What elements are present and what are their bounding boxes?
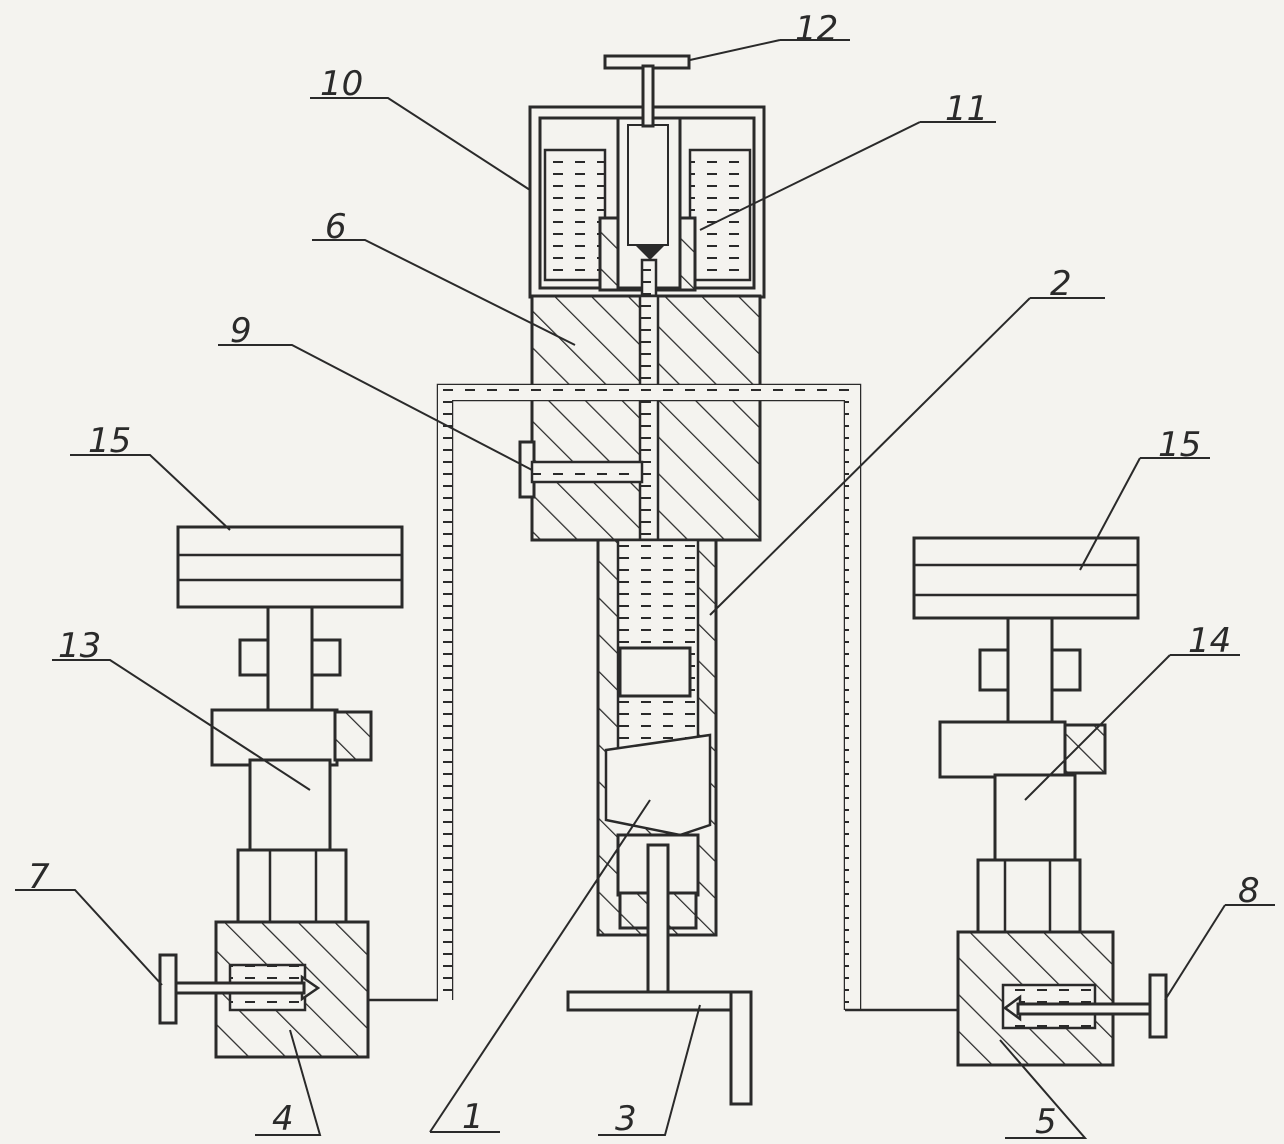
label-12: 12: [795, 9, 838, 49]
label-13: 13: [58, 626, 101, 666]
label-14: 14: [1188, 621, 1231, 661]
label-15-left: 15: [88, 421, 131, 461]
label-6: 6: [325, 207, 347, 247]
label-15-right: 15: [1158, 425, 1201, 465]
left-unit: [158, 525, 404, 1059]
top-handle: [603, 54, 691, 128]
label-3: 3: [615, 1099, 637, 1139]
label-10: 10: [320, 64, 363, 104]
label-5: 5: [1035, 1102, 1057, 1142]
cylinder: [596, 538, 718, 997]
label-4: 4: [272, 1099, 294, 1139]
label-11: 11: [945, 89, 988, 129]
top-tank: [528, 105, 766, 392]
leader-lines: [15, 39, 1275, 1139]
label-1: 1: [462, 1097, 484, 1137]
pipes: [310, 383, 1005, 1012]
valve-9: [518, 440, 644, 499]
label-7: 7: [28, 857, 50, 897]
label-8: 8: [1238, 871, 1260, 911]
right-unit: [912, 536, 1168, 1067]
label-2: 2: [1050, 264, 1072, 304]
label-9: 9: [230, 311, 252, 351]
press-foot: [566, 990, 753, 1106]
